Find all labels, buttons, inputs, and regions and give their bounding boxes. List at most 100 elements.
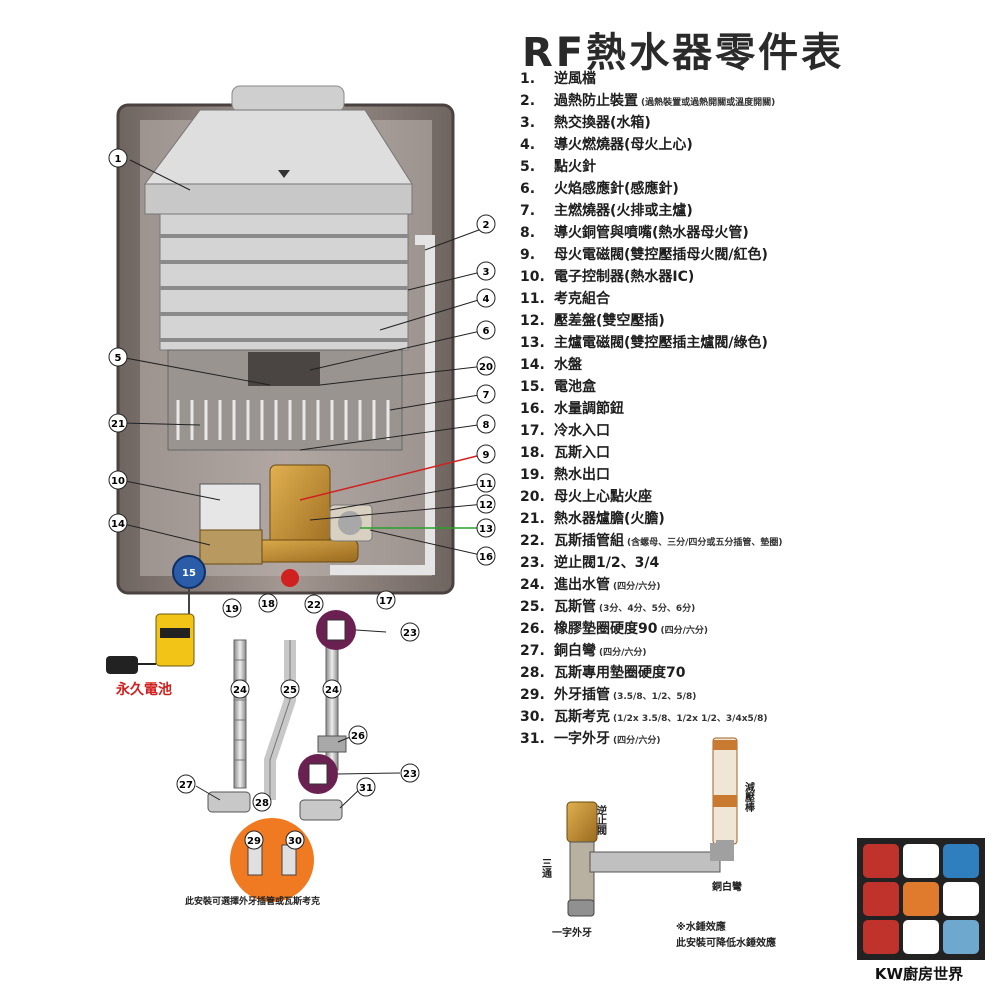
- callout-12: 12: [476, 494, 496, 514]
- part-item: 29.外牙插管(3.5/8、1/2、5/8): [520, 684, 783, 706]
- part-name: 熱交換器(水箱): [554, 115, 651, 131]
- callout-30: 30: [285, 830, 305, 850]
- part-number: 15.: [520, 379, 545, 395]
- svg-text:21: 21: [111, 419, 125, 430]
- leader-lines: [119, 159, 496, 809]
- part-item: 4. 導火燃燒器(母火上心): [520, 134, 783, 156]
- part-item: 3. 熱交換器(水箱): [520, 112, 783, 134]
- part-name: 進出水管: [554, 577, 610, 593]
- part-name: 逆風檔: [554, 71, 596, 87]
- svg-text:22: 22: [307, 600, 321, 611]
- pointer-lines-colored: [299, 453, 486, 529]
- callout-11: 11: [476, 473, 496, 493]
- permanent-battery: [106, 613, 195, 674]
- part-item: 25.瓦斯管(3分、4分、5分、6分): [520, 596, 783, 618]
- part-item: 13.主爐電磁閥(雙控壓插主爐閥/綠色): [520, 332, 783, 354]
- part-item: 31.一字外牙(四分/六分): [520, 728, 783, 750]
- part-name: 冷水入口: [554, 423, 610, 439]
- part-item: 30. 瓦斯考克(1/2x 3.5/8、1/2x 1/2、3/4x5/8): [520, 706, 783, 728]
- part-number: 30.: [520, 709, 545, 725]
- part-number: 19.: [520, 467, 545, 483]
- part-item: 28.瓦斯專用墊圈硬度70: [520, 662, 783, 684]
- part-number: 27.: [520, 643, 545, 659]
- callout-8: 8: [476, 414, 496, 434]
- internal-water-pipe: [330, 235, 435, 575]
- part-number: 14.: [520, 357, 545, 373]
- logo-cell: [943, 882, 979, 916]
- part-number: 10.: [520, 269, 545, 285]
- svg-text:28: 28: [255, 798, 269, 809]
- part-name: 瓦斯插管組: [554, 533, 624, 549]
- part-name: 外牙插管: [554, 687, 610, 703]
- water-hammer-kit: [566, 737, 738, 917]
- check-valve-badge-bottom: [298, 754, 338, 794]
- kit-labels: 逆止閥 減壓棒 三通 銅白彎 一字外牙 ※水錘效應 此安裝可降低水錘效應: [540, 781, 777, 949]
- part-number: 3.: [520, 115, 536, 131]
- part-number: 29.: [520, 687, 545, 703]
- part-number: 25.: [520, 599, 545, 615]
- part-number: 6.: [520, 181, 536, 197]
- part-note: (3分、4分、5分、6分): [599, 604, 696, 614]
- callout-20: 20: [476, 356, 496, 376]
- svg-text:17: 17: [379, 596, 393, 607]
- logo-cell: [903, 882, 939, 916]
- callout-25: 25: [280, 679, 300, 699]
- callouts: 1 2 3 4 6 5 20 7 21 8 9 10 11 12 14 13 1…: [108, 148, 496, 850]
- part-number: 22.: [520, 533, 545, 549]
- part-note: (1/2x 3.5/8、1/2x 1/2、3/4x5/8): [613, 714, 768, 724]
- part-name: 熱水器爐膽(火膽): [554, 511, 665, 527]
- part-number: 5.: [520, 159, 536, 175]
- part-name: 瓦斯考克: [554, 709, 610, 725]
- part-number: 31.: [520, 731, 545, 747]
- svg-text:29: 29: [247, 836, 261, 847]
- part-number: 24.: [520, 577, 545, 593]
- logo-grid-icon: [857, 838, 985, 960]
- part-number: 4.: [520, 137, 536, 153]
- part-item: 16. 水量調節鈕: [520, 398, 783, 420]
- part-name: 一字外牙: [554, 731, 610, 747]
- part-item: 23.逆止閥1/2、3/4: [520, 552, 783, 574]
- part-number: 11.: [520, 291, 545, 307]
- part-item: 18.瓦斯入口: [520, 442, 783, 464]
- part-item: 9.母火電磁閥(雙控壓插母火閥/紅色): [520, 244, 783, 266]
- part-item: 8. 導火銅管與噴嘴(熱水器母火管): [520, 222, 783, 244]
- heat-exchanger: [159, 213, 409, 351]
- install-note: 此安裝可選擇外牙插管或瓦斯考克: [185, 895, 320, 907]
- part-item: 17.冷水入口: [520, 420, 783, 442]
- label-male-thread: 一字外牙: [552, 926, 592, 939]
- part-name: 瓦斯專用墊圈硬度70: [554, 665, 686, 681]
- svg-text:5: 5: [115, 353, 122, 364]
- part-number: 16.: [520, 401, 545, 417]
- svg-text:30: 30: [288, 836, 302, 847]
- svg-text:10: 10: [111, 476, 125, 487]
- callout-9: 9: [476, 444, 496, 464]
- callout-3: 3: [476, 261, 496, 281]
- part-note: (含螺母、三分/四分或五分插管、墊圈): [627, 538, 783, 548]
- part-name: 主爐電磁閥(雙控壓插主爐閥/綠色): [554, 335, 768, 351]
- part-note: (四分/六分): [613, 582, 661, 592]
- svg-text:20: 20: [479, 362, 493, 373]
- part-name: 水量調節鈕: [554, 401, 624, 417]
- part-item: 10.電子控制器(熱水器IC): [520, 266, 783, 288]
- label-check-valve: 逆止閥: [595, 804, 607, 836]
- part-name: 導火燃燒器(母火上心): [554, 137, 693, 153]
- part-name: 水盤: [554, 357, 582, 373]
- install-option-disc: [230, 818, 314, 902]
- part-item: 21.熱水器爐膽(火膽): [520, 508, 783, 530]
- label-tee: 三通: [540, 858, 552, 879]
- part-name: 導火銅管與噴嘴(熱水器母火管): [554, 225, 749, 241]
- logo-cell: [903, 844, 939, 878]
- logo-cell: [943, 920, 979, 954]
- svg-text:9: 9: [483, 450, 490, 461]
- callout-16: 16: [476, 546, 496, 566]
- svg-text:7: 7: [483, 390, 490, 401]
- callout-4: 4: [476, 288, 496, 308]
- callout-13: 13: [476, 518, 496, 538]
- svg-text:8: 8: [483, 420, 490, 431]
- part-name: 母火上心點火座: [554, 489, 652, 505]
- svg-text:3: 3: [483, 267, 490, 278]
- part-number: 8.: [520, 225, 536, 241]
- callout-14: 14: [108, 513, 128, 533]
- logo-cell: [863, 920, 899, 954]
- logo-cell: [903, 920, 939, 954]
